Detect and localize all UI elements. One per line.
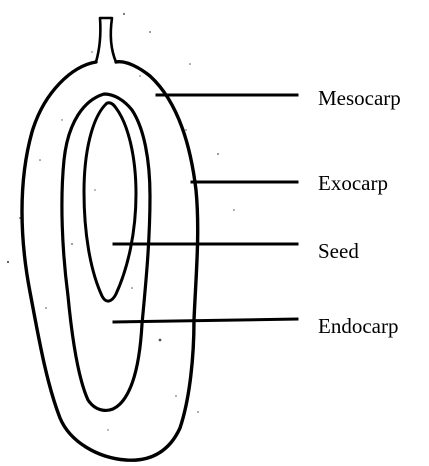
fruit-stalk [96,18,116,62]
seed-label: Seed [318,239,359,263]
endocarp-outline [62,94,150,410]
paper-speckles [7,13,235,431]
endocarp-label: Endocarp [318,314,398,338]
mesocarp-label: Mesocarp [318,86,401,110]
seed-outline [84,103,136,301]
exocarp-outline [22,62,198,461]
exocarp-label: Exocarp [318,171,388,195]
